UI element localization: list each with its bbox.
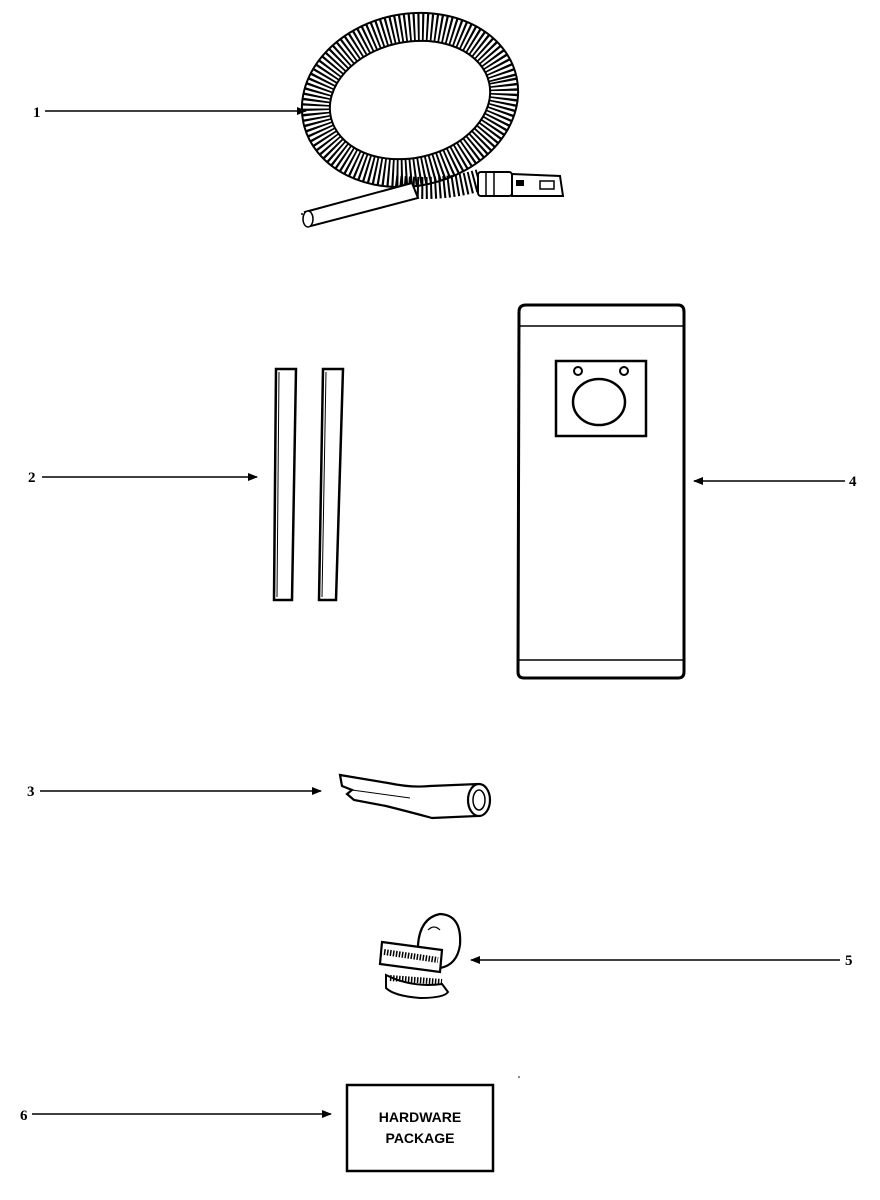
hardware-package-label-line2: PACKAGE: [386, 1130, 455, 1146]
callout-number-4: 4: [849, 474, 857, 490]
scan-speck: [518, 1076, 520, 1078]
callout-3: 3: [27, 784, 322, 800]
callout-2: 2: [28, 470, 258, 486]
dust-bag-illustration: [516, 303, 686, 680]
callout-6: 6: [20, 1108, 332, 1124]
callout-number-1: 1: [33, 105, 41, 121]
callout-number-6: 6: [20, 1108, 28, 1124]
callout-number-5: 5: [845, 953, 853, 969]
hose-illustration: [300, 11, 565, 228]
dusting-brush-illustration: [378, 912, 462, 1000]
callout-number-3: 3: [27, 784, 35, 800]
callout-number-2: 2: [28, 470, 36, 486]
hardware-package-box: HARDWARE PACKAGE: [345, 1083, 495, 1173]
callout-4: 4: [693, 474, 857, 490]
hardware-package-label-line1: HARDWARE: [379, 1109, 461, 1125]
crevice-tool-illustration: [338, 773, 492, 820]
callout-5: 5: [470, 953, 853, 969]
extension-wands-illustration: [272, 367, 345, 602]
callout-1: 1: [33, 105, 307, 121]
scan-speck: [517, 639, 519, 641]
